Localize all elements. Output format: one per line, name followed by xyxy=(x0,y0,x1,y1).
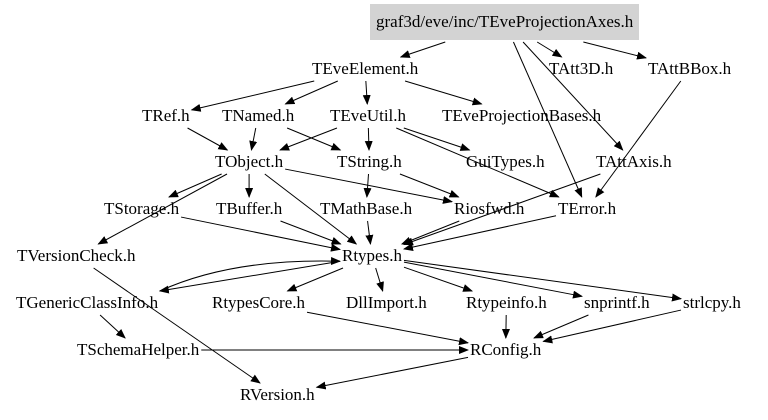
node-tbuffer[interactable]: TBuffer.h xyxy=(216,199,283,218)
edge-tnamed-to-tobject xyxy=(249,127,258,151)
edge-rtypes-to-strlcpy xyxy=(403,259,682,302)
edge-rtypes-to-dllimport xyxy=(375,267,384,292)
edge-tattaxis-to-rtypes xyxy=(403,173,601,246)
node-tattbbox[interactable]: TAttBBox.h xyxy=(648,59,732,78)
edge-rtypes-to-rtypeinfo xyxy=(403,266,474,292)
node-tversioncheck[interactable]: TVersionCheck.h xyxy=(17,246,136,265)
node-teveutil[interactable]: TEveUtil.h xyxy=(330,106,407,125)
edge-tobject-to-rtypes xyxy=(264,173,358,245)
edge-root-to-tattaxis xyxy=(522,41,624,151)
edge-rtypes-to-tgenericclassinfo xyxy=(158,260,341,294)
node-rtypes[interactable]: Rtypes.h xyxy=(342,246,402,265)
node-tatt3d[interactable]: TAtt3D.h xyxy=(549,59,614,78)
node-teveprojectionbases[interactable]: TEveProjectionBases.h xyxy=(442,106,602,125)
edge-tbuffer-to-rtypes xyxy=(280,220,342,245)
node-terror[interactable]: TError.h xyxy=(558,199,617,218)
edge-teveutil-to-tstring xyxy=(364,127,373,151)
edge-tobject-to-tstorage xyxy=(168,173,222,198)
edge-root-to-teveelement xyxy=(399,41,446,58)
edge-root-to-terror xyxy=(512,41,583,198)
edge-teveelement-to-tnamed xyxy=(284,80,338,105)
edge-tmathbase-to-rtypes xyxy=(365,220,374,245)
node-tnamed[interactable]: TNamed.h xyxy=(222,106,295,125)
edge-terror-to-rtypes xyxy=(403,215,557,251)
node-tref[interactable]: TRef.h xyxy=(142,106,190,125)
edge-tstring-to-riosfwd xyxy=(399,173,460,198)
edge-tstring-to-tmathbase xyxy=(363,173,372,198)
node-strlcpy[interactable]: strlcpy.h xyxy=(683,293,741,312)
edge-teveelement-to-teveutil xyxy=(362,80,371,105)
edge-teveelement-to-teveprojectionbases xyxy=(404,80,483,106)
node-root-teveprojectionaxes[interactable]: graf3d/eve/inc/TEveProjectionAxes.h xyxy=(370,4,640,40)
node-rtypeinfo[interactable]: Rtypeinfo.h xyxy=(466,293,547,312)
edge-strlcpy-to-rconfig xyxy=(542,309,682,344)
node-tmathbase[interactable]: TMathBase.h xyxy=(320,199,413,218)
edge-tversioncheck-to-rversion xyxy=(93,267,261,384)
edge-tobject-to-tversioncheck xyxy=(97,173,228,245)
edge-riosfwd-to-rtypes xyxy=(400,220,460,245)
edge-tnamed-to-tstring xyxy=(286,127,342,151)
node-guitypes[interactable]: GuiTypes.h xyxy=(466,152,545,171)
edge-snprintf-to-rconfig xyxy=(533,314,589,339)
edge-rtypes-to-snprintf xyxy=(403,261,583,299)
node-teveelement[interactable]: TEveElement.h xyxy=(312,59,419,78)
edge-tgenericclassinfo-to-rtypes xyxy=(159,257,341,292)
edge-teveutil-to-terror xyxy=(396,127,560,198)
node-tattaxis[interactable]: TAttAxis.h xyxy=(596,152,672,171)
node-tstring[interactable]: TString.h xyxy=(337,152,402,171)
node-riosfwd[interactable]: Riosfwd.h xyxy=(454,199,525,218)
node-tstorage[interactable]: TStorage.h xyxy=(104,199,180,218)
node-tschemahelper[interactable]: TSchemaHelper.h xyxy=(77,340,200,359)
edge-rconfig-to-rversion xyxy=(315,356,469,390)
edge-rtypes-to-rtypescore xyxy=(286,267,344,292)
edge-teveelement-to-tref xyxy=(190,80,315,112)
edge-tstorage-to-rtypes xyxy=(180,216,341,252)
edge-rtypescore-to-rconfig xyxy=(306,311,469,346)
edge-root-to-tatt3d xyxy=(536,41,563,58)
edge-tobject-to-riosfwd xyxy=(285,168,453,204)
edge-tref-to-tobject xyxy=(187,127,229,151)
edge-teveutil-to-guitypes xyxy=(403,127,471,151)
node-snprintf[interactable]: snprintf.h xyxy=(584,293,650,312)
edge-tgenericclassinfo-to-tschemahelper xyxy=(99,314,126,339)
edge-tattbbox-to-terror xyxy=(595,80,682,198)
node-tobject[interactable]: TObject.h xyxy=(215,152,284,171)
node-rconfig[interactable]: RConfig.h xyxy=(470,340,542,359)
edge-teveutil-to-tobject xyxy=(279,127,338,151)
node-rtypescore[interactable]: RtypesCore.h xyxy=(212,293,306,312)
node-rversion[interactable]: RVersion.h xyxy=(240,385,315,404)
node-tgenericclassinfo[interactable]: TGenericClassInfo.h xyxy=(16,293,159,312)
node-dllimport[interactable]: DllImport.h xyxy=(346,293,427,312)
edge-root-to-tattbbox xyxy=(583,41,647,60)
